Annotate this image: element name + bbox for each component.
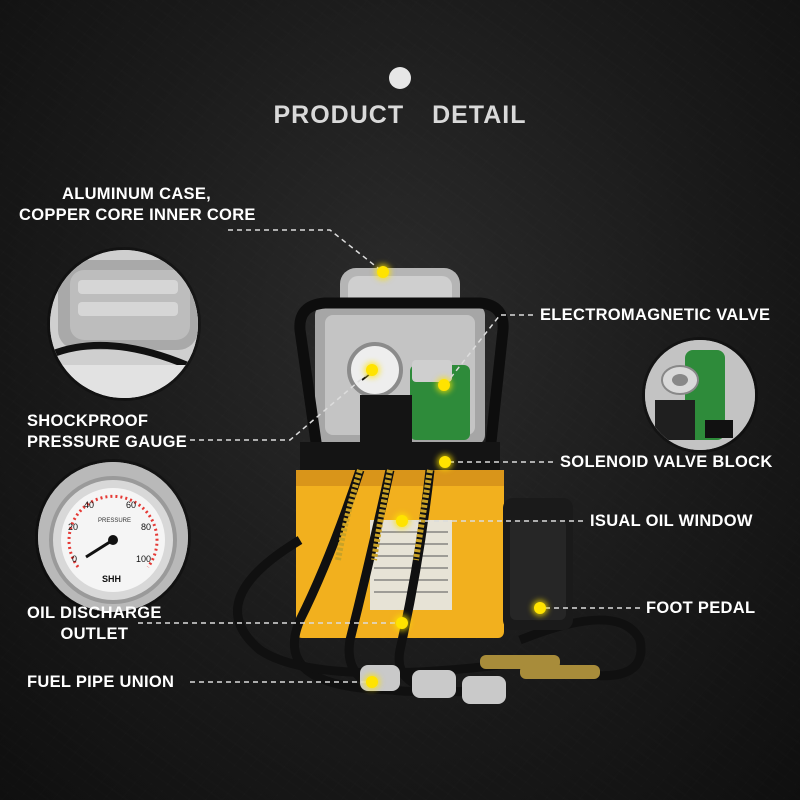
label-solenoid-valve-block: SOLENOID VALVE BLOCK — [560, 453, 773, 471]
label-oil-discharge-line1: OIL DISCHARGE — [27, 604, 162, 622]
marker-solenoid-valve-block — [439, 456, 451, 468]
gauge-tick-100: 100 — [136, 554, 152, 564]
marker-electromagnetic-valve — [438, 379, 450, 391]
inset-aluminum-case — [50, 250, 198, 398]
valve-block — [360, 395, 412, 450]
marker-fuel-pipe-union — [366, 676, 378, 688]
label-electromagnetic-valve: ELECTROMAGNETIC VALVE — [540, 306, 771, 324]
inset-solenoid-valve — [645, 340, 755, 450]
label-fuel-pipe-union: FUEL PIPE UNION — [27, 673, 175, 691]
gauge-tick-60: 60 — [126, 500, 137, 510]
gauge-tick-0: 0 — [72, 554, 78, 564]
aluminum-case-image — [50, 250, 198, 398]
gauge-unit-label: PRESSURE — [98, 518, 132, 524]
label-shockproof-line1: SHOCKPROOF — [27, 412, 149, 430]
solenoid-valve-image — [645, 340, 755, 450]
inset-pressure-gauge: 0 20 40 60 80 100 PRESSURE SHH — [38, 462, 188, 612]
marker-oil-window — [396, 515, 408, 527]
pressure-gauge-image — [38, 462, 188, 612]
label-shockproof-line2: PRESSURE GAUGE — [27, 433, 188, 451]
gauge-brand-label: SHH — [102, 574, 122, 584]
gauge-tick-80: 80 — [141, 522, 152, 532]
marker-oil-discharge — [396, 617, 408, 629]
marker-foot-pedal — [534, 602, 546, 614]
title-word-product: PRODUCT — [273, 101, 405, 129]
label-aluminum-case-line2: COPPER CORE INNER CORE — [19, 206, 256, 224]
label-aluminum-case-line1: ALUMINUM CASE, — [62, 185, 212, 203]
label-aluminum-case: ALUMINUM CASE, COPPER CORE INNER CORE — [19, 184, 256, 226]
gauge-tick-20: 20 — [68, 522, 79, 532]
header-dot — [389, 67, 411, 89]
label-oil-discharge: OIL DISCHARGE OUTLET — [27, 603, 162, 645]
page-title: PRODUCT DETAIL — [0, 101, 800, 130]
title-word-detail: DETAIL — [432, 101, 527, 129]
label-oil-window: ISUAL OIL WINDOW — [590, 512, 753, 530]
label-shockproof-gauge: SHOCKPROOF PRESSURE GAUGE — [27, 411, 187, 453]
label-oil-discharge-line2: OUTLET — [60, 625, 129, 643]
label-foot-pedal: FOOT PEDAL — [646, 599, 756, 617]
marker-pressure-gauge — [366, 364, 378, 376]
marker-aluminum-case — [377, 266, 389, 278]
gauge-tick-40: 40 — [84, 500, 95, 510]
